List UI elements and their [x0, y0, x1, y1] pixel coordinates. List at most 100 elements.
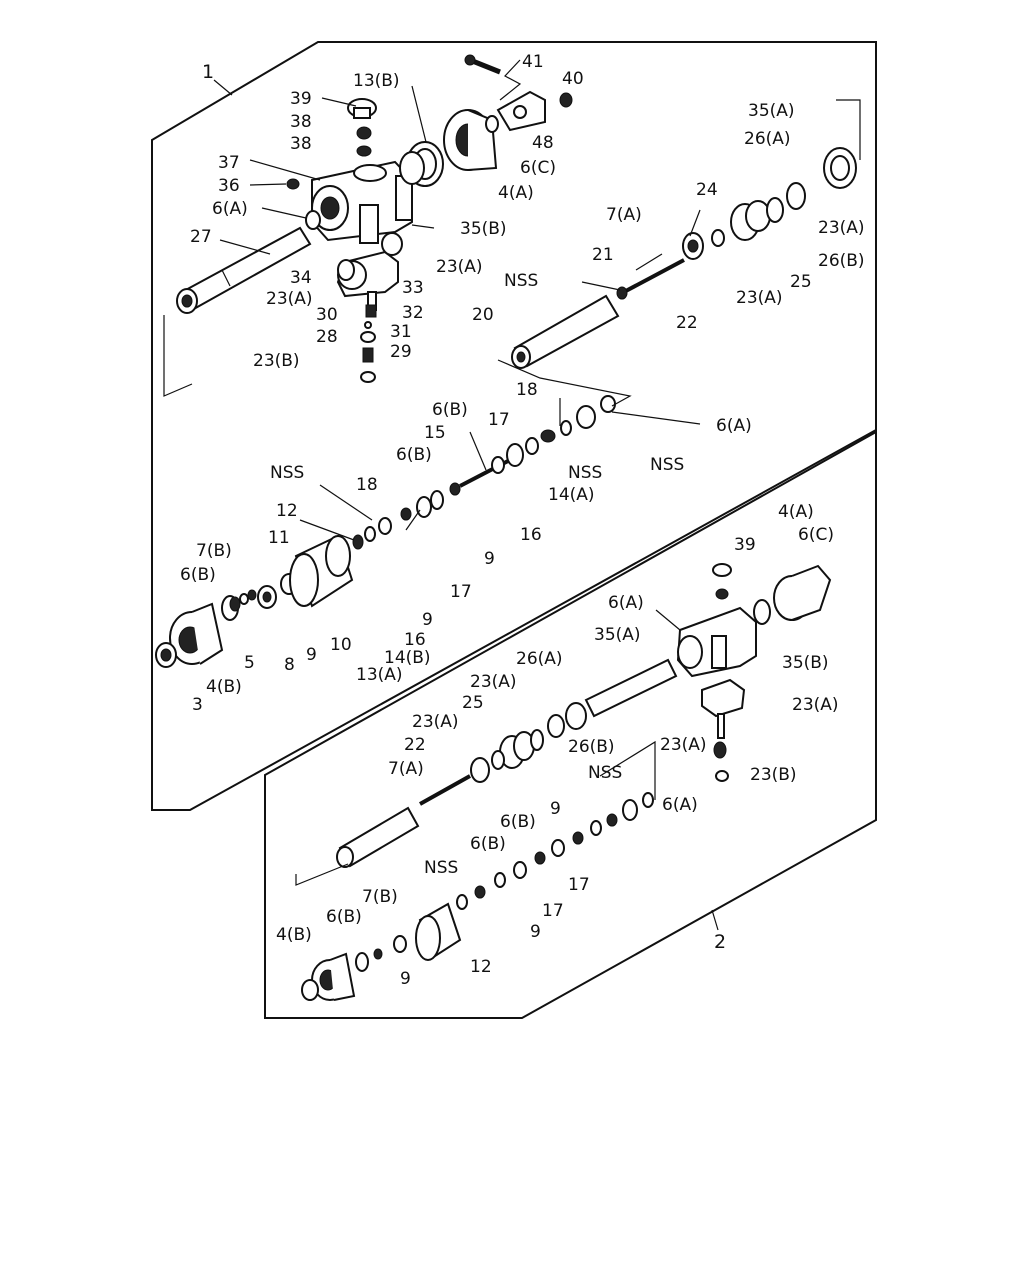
- callout-7a-upper: 7(A): [606, 205, 642, 225]
- upper-cap-39: [347, 98, 377, 119]
- middle-oring-6b: [239, 593, 249, 605]
- callout-26a-upper: 26(A): [744, 129, 791, 149]
- callout-23a-lower-d: 23(A): [660, 735, 707, 755]
- callout-38a: 38: [290, 112, 312, 132]
- callout-6a-lower-top: 6(A): [608, 593, 644, 613]
- callout-23a-upper-block: 23(A): [436, 257, 483, 277]
- callout-40: 40: [562, 69, 584, 89]
- middle-cap-4b: [169, 602, 224, 665]
- upper-tube-20: [511, 294, 620, 369]
- callout-17-lower-a: 17: [568, 875, 590, 895]
- callout-38b: 38: [290, 134, 312, 154]
- callout-23b-lower: 23(B): [750, 765, 797, 785]
- callouts-lower: 4(A) 6(C) 39 6(A) 35(A) 35(B) 26(A) 23(A…: [276, 502, 839, 989]
- callout-9-lower-c: 9: [400, 969, 411, 989]
- upper-bolt-41: [464, 54, 501, 75]
- upper-bracket-48: [496, 90, 546, 132]
- lower-valve-housing: [676, 606, 757, 678]
- middle-spool: [378, 395, 616, 535]
- upper-oring-34: [337, 259, 355, 281]
- callout-30: 30: [316, 305, 338, 325]
- callout-nss-middle-b: NSS: [650, 455, 684, 475]
- upper-bushing-33: [381, 232, 403, 256]
- callout-5: 5: [244, 653, 255, 673]
- callout-22-upper: 22: [676, 313, 698, 333]
- callout-35a-lower: 35(A): [594, 625, 641, 645]
- callout-23a-lower-b: 23(A): [792, 695, 839, 715]
- callout-33: 33: [402, 278, 424, 298]
- middle-seal-7b: [247, 589, 257, 601]
- lower-rack-shaft: [584, 658, 678, 718]
- callout-26b-lower: 26(B): [568, 737, 615, 757]
- callout-6a-upper: 6(A): [212, 199, 248, 219]
- lower-cap-4b: [301, 952, 356, 1001]
- callout-nss-middle-a: NSS: [568, 463, 602, 483]
- callout-22-lower: 22: [404, 735, 426, 755]
- callout-29: 29: [390, 342, 412, 362]
- callout-41: 41: [522, 52, 544, 72]
- callout-17-lower-b: 17: [542, 901, 564, 921]
- lower-plug-4a: [773, 564, 832, 621]
- callout-4a-upper: 4(A): [498, 183, 534, 203]
- middle-ring-11: [352, 534, 364, 550]
- callout-23a-upper-right: 23(A): [818, 218, 865, 238]
- callout-8: 8: [284, 655, 295, 675]
- leader-lines: [163, 59, 861, 886]
- callout-20: 20: [472, 305, 494, 325]
- callout-23a-upper-mid: 23(A): [736, 288, 783, 308]
- middle-part-5: [221, 595, 241, 621]
- callout-26b-upper: 26(B): [818, 251, 865, 271]
- lower-spool: [456, 792, 654, 910]
- assembly-2-frame: [264, 430, 877, 1019]
- callout-23a-upper-left: 23(A): [266, 289, 313, 309]
- callout-3: 3: [192, 695, 203, 715]
- upper-seal-7a: [682, 232, 704, 260]
- callout-26a-lower: 26(A): [516, 649, 563, 669]
- callout-13b: 13(B): [353, 71, 400, 91]
- lower-cap-39: [712, 563, 732, 577]
- callout-16-left: 16: [404, 630, 426, 650]
- upper-nut-36: [286, 178, 300, 190]
- callout-14a: 14(A): [548, 485, 595, 505]
- callout-35a-upper: 35(A): [748, 101, 795, 121]
- callout-9-lower-a: 9: [550, 799, 561, 819]
- callout-35b-lower: 35(B): [782, 653, 829, 673]
- callout-14b: 14(B): [384, 648, 431, 668]
- callout-31: 31: [390, 322, 412, 342]
- middle-seal-3: [155, 642, 177, 668]
- callout-25-upper: 25: [790, 272, 812, 292]
- lower-tube: [336, 806, 420, 868]
- lower-seal-35a: [565, 702, 587, 730]
- callout-37: 37: [218, 153, 240, 173]
- lower-seal-35b: [753, 599, 771, 625]
- callout-9-middle-b: 9: [422, 610, 433, 630]
- callouts-middle: 18 6(A) 6(B) 17 15 NSS NSS 6(B) 14(A) NS…: [180, 380, 752, 715]
- callout-15: 15: [424, 423, 446, 443]
- callout-nss-upper: NSS: [504, 271, 538, 291]
- upper-oring-23a-right: [711, 229, 725, 247]
- upper-seal-35a: [823, 147, 857, 189]
- callout-12-lower: 12: [470, 957, 492, 977]
- callout-10: 10: [330, 635, 352, 655]
- callout-6b-lower-b: 6(B): [470, 834, 506, 854]
- callout-23b-upper: 23(B): [253, 351, 300, 371]
- lower-housing-12: [415, 902, 462, 961]
- callout-6c-lower: 6(C): [798, 525, 834, 545]
- callout-7b-middle: 7(B): [196, 541, 232, 561]
- callout-4b-middle: 4(B): [206, 677, 242, 697]
- callout-23a-lower-c: 23(A): [412, 712, 459, 732]
- lower-bushing-25: [499, 731, 535, 769]
- lower-seal-7b-6b: [355, 935, 407, 972]
- callout-6a-middle: 6(A): [716, 416, 752, 436]
- upper-nut-38b: [356, 145, 372, 157]
- callout-23a-lower-a: 23(A): [470, 672, 517, 692]
- upper-oring-6c: [485, 115, 499, 133]
- lower-ring-26b: [530, 729, 544, 751]
- assembly-2-label: 2: [714, 931, 726, 953]
- callout-48: 48: [532, 133, 554, 153]
- lower-lower-block: [701, 678, 746, 782]
- callout-9-middle-a: 9: [484, 549, 495, 569]
- callout-39-lower: 39: [734, 535, 756, 555]
- assembly-1-label: 1: [202, 61, 214, 83]
- callout-17-top: 17: [488, 410, 510, 430]
